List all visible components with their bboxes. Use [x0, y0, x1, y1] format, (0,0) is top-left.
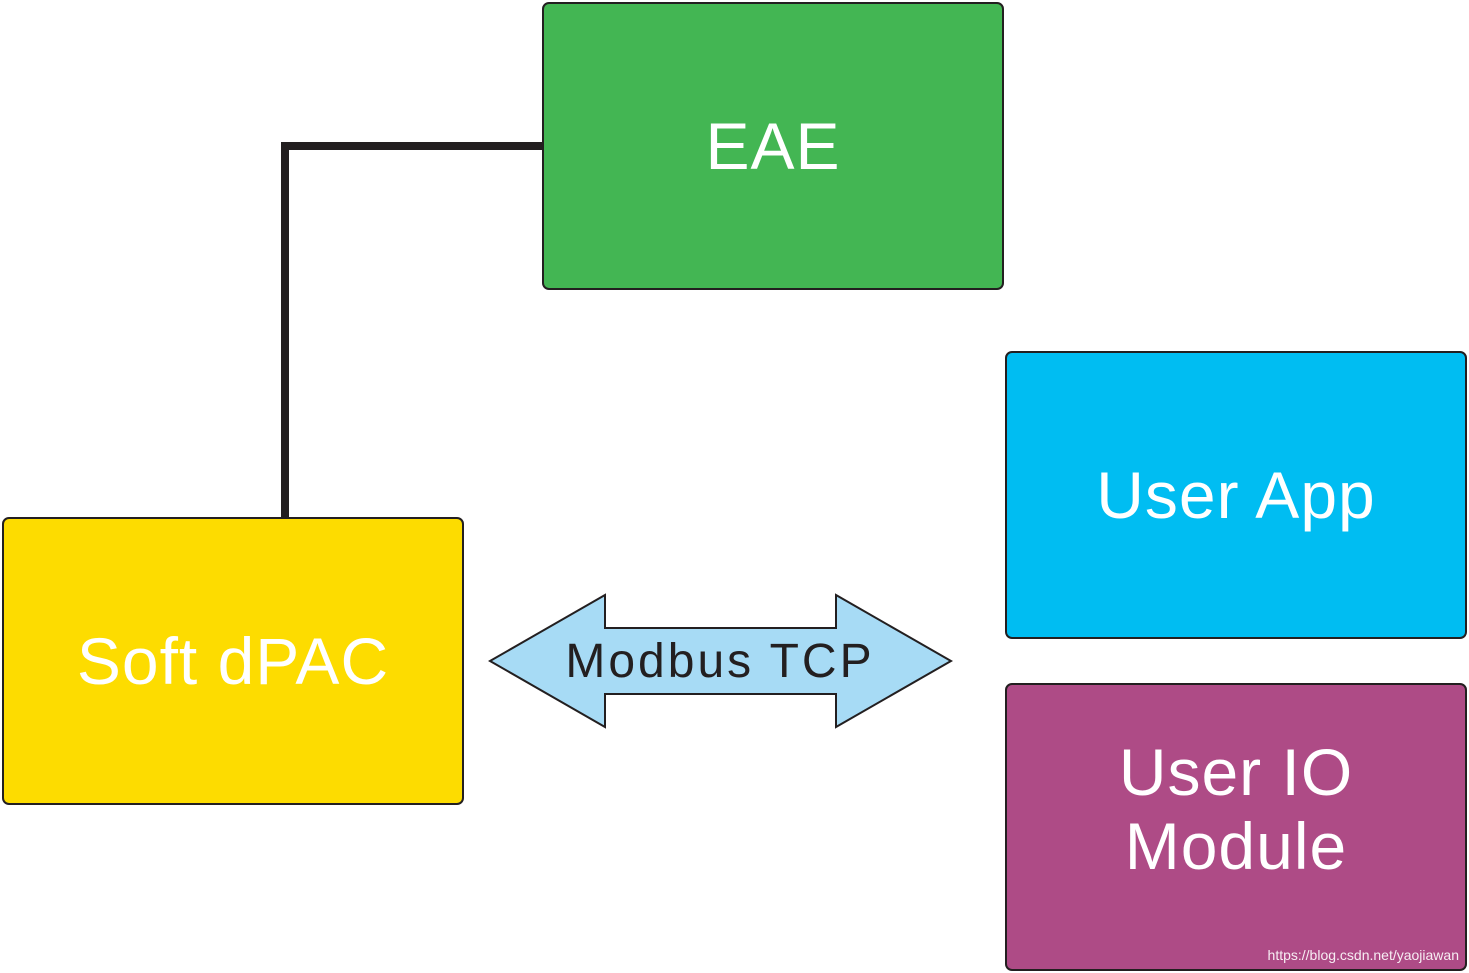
- connector-line: [281, 142, 542, 517]
- soft-dpac-box: Soft dPAC: [2, 517, 464, 805]
- user-app-box: User App: [1005, 351, 1467, 639]
- user-io-module-label: User IO Module: [1118, 735, 1354, 883]
- soft-dpac-label: Soft dPAC: [76, 624, 390, 698]
- eae-box: EAE: [542, 2, 1004, 290]
- double-arrow-icon: [487, 593, 954, 729]
- user-app-label: User App: [1096, 458, 1376, 532]
- modbus-arrow-shape: [487, 593, 954, 729]
- modbus-tcp-label: Modbus TCP: [565, 634, 875, 688]
- user-io-module-box: User IO Module: [1005, 683, 1467, 971]
- eae-label: EAE: [705, 109, 841, 183]
- watermark: https://blog.csdn.net/yaojiawan: [1267, 947, 1459, 963]
